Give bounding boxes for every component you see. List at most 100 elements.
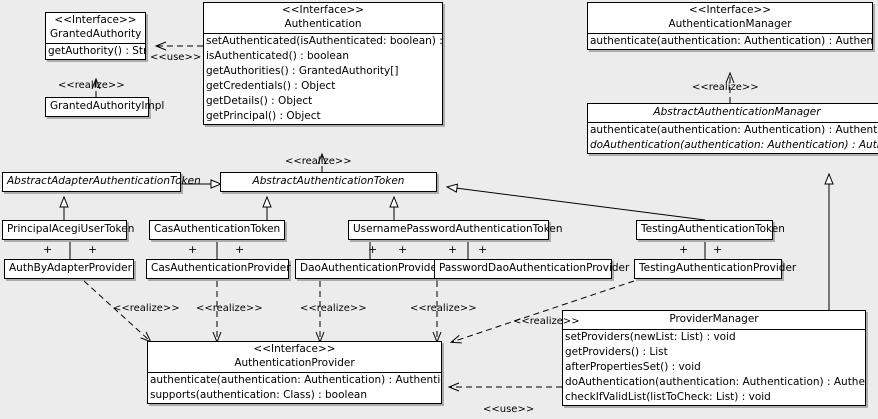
operation: supports(authentication: Class) : boolea…	[150, 389, 367, 401]
edge-label-realize-casprovider: <<realize>>	[196, 303, 263, 314]
class-abstract-adapter-authentication-token[interactable]: AbstractAdapterAuthenticationToken	[2, 172, 201, 192]
operation: getProviders() : List	[565, 346, 668, 358]
stereotype-label: <<Interface>>	[253, 343, 336, 355]
assoc-plus-marker: +	[43, 243, 53, 256]
assoc-plus-marker: +	[188, 243, 198, 256]
operation: authenticate(authentication: Authenticat…	[590, 124, 878, 136]
class-name: ProviderManager	[669, 313, 759, 325]
assoc-plus-marker: +	[88, 243, 98, 256]
edge-authbyadapterprovider-realizes-authenticationprovider	[83, 280, 150, 341]
class-header: TestingAuthenticationProvider	[635, 260, 797, 278]
edge-label-realize-daoprovider: <<realize>>	[300, 303, 367, 314]
assoc-plus-marker: +	[235, 243, 245, 256]
class-password-dao-authentication-provider[interactable]: PasswordDaoAuthenticationProvider	[434, 259, 630, 279]
edge-testingprovider-realizes-authenticationprovider	[452, 280, 635, 342]
edge-label-realize-grantedauthorityimpl: <<realize>>	[58, 80, 125, 91]
class-granted-authority[interactable]: <<Interface>> GrantedAuthority getAuthor…	[45, 12, 146, 60]
class-name: CasAuthenticationToken	[154, 223, 281, 235]
class-name: AuthenticationProvider	[234, 357, 355, 369]
class-name: AuthByAdapterProvider	[9, 262, 132, 274]
edge-label-realize-abstractauthenticationtoken: <<realize>>	[285, 156, 352, 167]
assoc-plus-marker: +	[679, 243, 689, 256]
class-authentication-provider[interactable]: <<Interface>> AuthenticationProvider aut…	[147, 341, 442, 404]
class-abstract-authentication-manager[interactable]: AbstractAuthenticationManager authentica…	[587, 103, 878, 154]
class-cas-authentication-provider[interactable]: CasAuthenticationProvider	[146, 259, 291, 279]
class-authentication[interactable]: <<Interface>> Authentication setAuthenti…	[203, 2, 443, 125]
class-name: AbstractAuthenticationManager	[653, 106, 821, 118]
operation: getPrincipal() : Object	[206, 110, 321, 122]
operation: doAuthentication(authentication: Authent…	[565, 376, 865, 388]
assoc-plus-marker: +	[368, 243, 378, 256]
class-header: <<Interface>> AuthenticationManager	[588, 3, 872, 33]
operation: authenticate(authentication: Authenticat…	[150, 374, 441, 386]
class-testing-authentication-token[interactable]: TestingAuthenticationToken	[636, 220, 785, 240]
operation: setAuthenticated(isAuthenticated: boolea…	[206, 35, 442, 47]
class-header: AbstractAdapterAuthenticationToken	[3, 173, 201, 191]
class-header: <<Interface>> AuthenticationProvider	[148, 342, 441, 372]
class-name: AbstractAdapterAuthenticationToken	[7, 175, 201, 187]
operation: getCredentials() : Object	[206, 80, 336, 92]
edge-label-realize-authbyadapterprovider: <<realize>>	[113, 303, 180, 314]
edge-label-realize-passworddaoprovider: <<realize>>	[410, 303, 477, 314]
class-name: Authentication	[284, 18, 362, 30]
class-name: DaoAuthenticationProvider	[300, 262, 442, 274]
assoc-plus-marker: +	[478, 243, 488, 256]
class-header: AbstractAuthenticationManager	[588, 104, 878, 122]
edge-label-realize-authenticationmanager: <<realize>>	[692, 82, 759, 93]
class-header: TestingAuthenticationToken	[637, 221, 785, 239]
class-header: DaoAuthenticationProvider	[296, 260, 442, 278]
edge-label-realize-testingprovider: <<realize>>	[513, 316, 580, 327]
class-auth-by-adapter-provider[interactable]: AuthByAdapterProvider	[4, 259, 134, 279]
assoc-plus-marker: +	[398, 243, 408, 256]
class-header: <<Interface>> Authentication	[204, 3, 442, 33]
stereotype-label: <<Interface>>	[54, 14, 137, 26]
class-name: TestingAuthenticationToken	[641, 223, 785, 235]
class-name: PrincipalAcegiUserToken	[7, 223, 135, 235]
class-abstract-authentication-token[interactable]: AbstractAuthenticationToken	[220, 172, 437, 192]
class-header: <<Interface>> GrantedAuthority	[46, 13, 145, 43]
edge-label-use-providermanager: <<use>>	[483, 404, 535, 415]
class-dao-authentication-provider[interactable]: DaoAuthenticationProvider	[295, 259, 442, 279]
stereotype-label: <<Interface>>	[688, 4, 772, 16]
operation: getDetails() : Object	[206, 95, 313, 107]
class-name: AuthenticationManager	[668, 18, 792, 30]
class-header: PasswordDaoAuthenticationProvider	[435, 260, 630, 278]
operations-compartment: setProviders(newList: List) : void getPr…	[563, 329, 865, 405]
class-name: PasswordDaoAuthenticationProvider	[439, 262, 630, 274]
class-testing-authentication-provider[interactable]: TestingAuthenticationProvider	[634, 259, 797, 279]
class-username-password-authentication-token[interactable]: UsernamePasswordAuthenticationToken	[348, 220, 563, 240]
class-name: AbstractAuthenticationToken	[252, 175, 405, 187]
class-granted-authority-impl[interactable]: GrantedAuthorityImpl	[45, 97, 165, 117]
operation: getAuthority() : String	[48, 45, 145, 57]
class-header: CasAuthenticationToken	[150, 221, 284, 239]
class-cas-authentication-token[interactable]: CasAuthenticationToken	[149, 220, 285, 240]
class-name: GrantedAuthorityImpl	[50, 100, 165, 112]
class-name: CasAuthenticationProvider	[151, 262, 291, 274]
class-header: ProviderManager	[563, 311, 865, 329]
class-header: UsernamePasswordAuthenticationToken	[349, 221, 563, 239]
assoc-plus-marker: +	[448, 243, 458, 256]
class-name: TestingAuthenticationProvider	[639, 262, 797, 274]
operation: isAuthenticated() : boolean	[206, 50, 349, 62]
operations-compartment: authenticate(authentication: Authenticat…	[588, 122, 878, 153]
operation: checkIfValidList(listToCheck: List) : vo…	[565, 391, 771, 403]
class-provider-manager[interactable]: ProviderManager setProviders(newList: Li…	[562, 310, 866, 406]
assoc-plus-marker: +	[713, 243, 723, 256]
class-header: AuthByAdapterProvider	[5, 260, 133, 278]
class-name: GrantedAuthority	[50, 28, 142, 40]
operations-compartment: getAuthority() : String	[46, 43, 145, 59]
class-authentication-manager[interactable]: <<Interface>> AuthenticationManager auth…	[587, 2, 873, 50]
class-header: GrantedAuthorityImpl	[46, 98, 165, 116]
operation: afterPropertiesSet() : void	[565, 361, 701, 373]
class-header: PrincipalAcegiUserToken	[3, 221, 135, 239]
operations-compartment: authenticate(authentication: Authenticat…	[148, 372, 441, 403]
operations-compartment: authenticate(authentication: Authenticat…	[588, 33, 872, 49]
stereotype-label: <<Interface>>	[281, 4, 365, 16]
operations-compartment: setAuthenticated(isAuthenticated: boolea…	[204, 33, 442, 124]
class-principal-acegi-user-token[interactable]: PrincipalAcegiUserToken	[2, 220, 135, 240]
operation: setProviders(newList: List) : void	[565, 331, 736, 343]
operation: doAuthentication(authentication: Authent…	[590, 139, 878, 151]
class-header: CasAuthenticationProvider	[147, 260, 291, 278]
